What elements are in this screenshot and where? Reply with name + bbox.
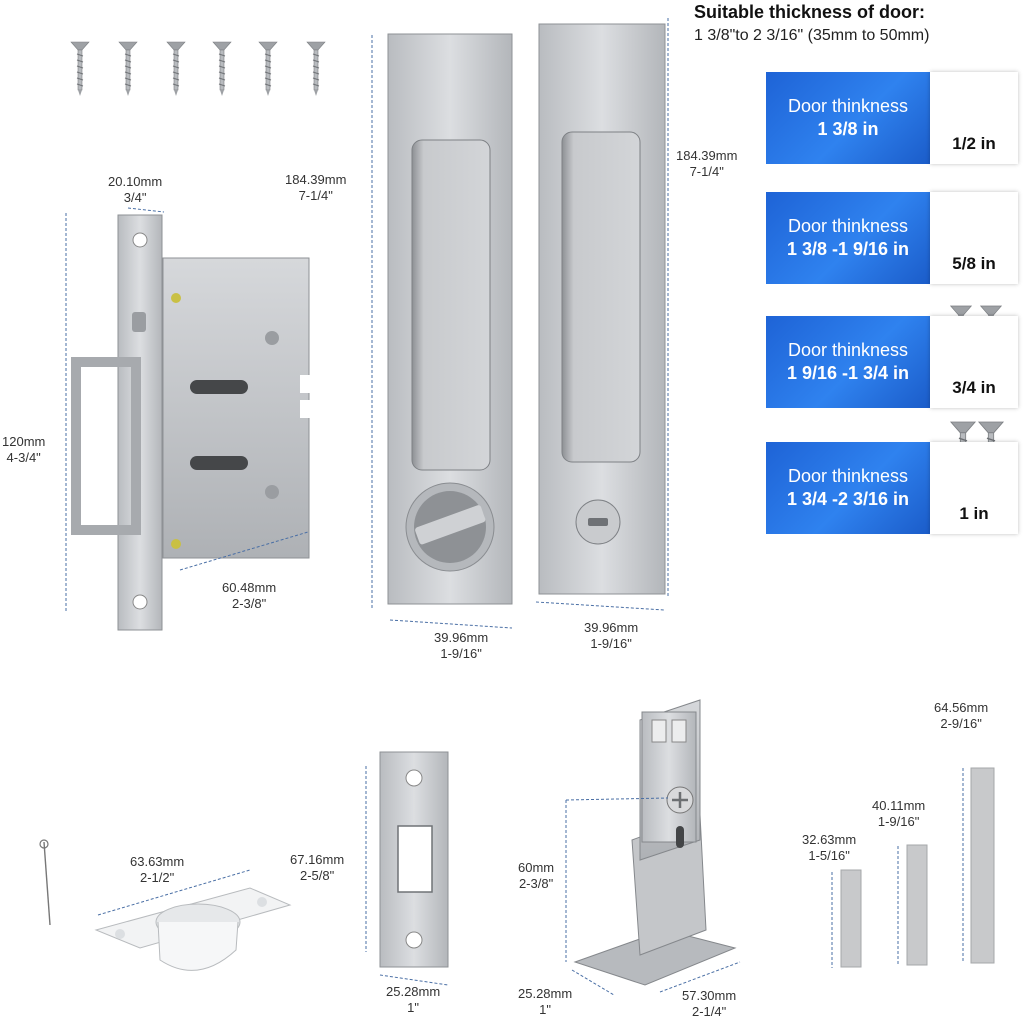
right-plate-height-label: 184.39mm 7-1/4" (676, 148, 738, 179)
spacer-long-label: 64.56mm 2-9/16" (934, 700, 989, 731)
spacer-short-label: 32.63mm 1-5/16" (802, 832, 857, 863)
thickness-value: 1 3/8 -1 9/16 in (786, 239, 910, 259)
floor-guide (573, 699, 737, 986)
mortise-width-label: 20.10mm 3/4" (108, 174, 163, 205)
screw-length: 5/8 in (952, 254, 996, 273)
guide-depth-label: 25.28mm 1" (518, 986, 573, 1017)
thickness-value: 1 3/8 in (817, 119, 879, 139)
emergency-release-faceplate (538, 23, 666, 595)
release-pin (43, 841, 51, 926)
screw-length: 3/4 in (952, 378, 996, 397)
mortise-height-label: 120mm 4-3/4" (2, 434, 46, 465)
strike-height-label: 67.16mm 2-5/8" (290, 852, 345, 883)
mortise-lock-body (71, 214, 310, 631)
screw-length: 1/2 in (952, 134, 996, 153)
screw-length-panel: 5/8 in (930, 192, 1018, 284)
screw-length-panel: 3/4 in (930, 316, 1018, 408)
thickness-card-label: Door thinkness 1 9/16 -1 3/4 in (766, 316, 930, 408)
thickness-value: 1 3/4 -2 3/16 in (786, 489, 910, 509)
dimension-lines (65, 18, 964, 996)
thickness-card-2: Door thinkness 1 3/8 -1 9/16 in 5/8 in (766, 192, 1018, 284)
wood-screws-set (70, 41, 326, 97)
thickness-label: Door thinkness (787, 96, 909, 116)
thickness-card-3: Door thinkness 1 9/16 -1 3/4 in 3/4 in (766, 316, 1018, 408)
spacer-strips (840, 767, 995, 968)
left-plate-width-label: 39.96mm 1-9/16" (434, 630, 489, 661)
thickness-label: Door thinkness (787, 216, 909, 236)
thickness-card-1: Door thinkness 1 3/8 in 1/2 in (766, 72, 1018, 164)
thickness-value: 1 9/16 -1 3/4 in (786, 363, 910, 383)
strike-width-label: 25.28mm 1" (386, 984, 441, 1015)
thickness-card-label: Door thinkness 1 3/8 in (766, 72, 930, 164)
thickness-card-4: Door thinkness 1 3/4 -2 3/16 in 1 in (766, 442, 1018, 534)
door-thickness-range: 1 3/8"to 2 3/16" (35mm to 50mm) (694, 27, 930, 44)
thickness-label: Door thinkness (787, 466, 909, 486)
screw-length-panel: 1/2 in (930, 72, 1018, 164)
screw-length-panel: 1 in (930, 442, 1018, 534)
screw-length: 1 in (959, 504, 989, 523)
strike-plate (379, 751, 449, 968)
guide-height-label: 60mm 2-3/8" (518, 860, 555, 891)
left-plate-height-label: 184.39mm 7-1/4" (285, 172, 347, 203)
thickness-card-label: Door thinkness 1 3/8 -1 9/16 in (766, 192, 930, 284)
cup-length-label: 63.63mm 2-1/2" (130, 854, 185, 885)
door-thickness-title: Suitable thickness of door: (694, 2, 926, 22)
mortise-depth-label: 60.48mm 2-3/8" (222, 580, 277, 611)
guide-length-label: 57.30mm 2-1/4" (682, 988, 737, 1019)
thickness-label: Door thinkness (787, 340, 909, 360)
plastic-cup (94, 887, 292, 971)
thickness-card-label: Door thinkness 1 3/4 -2 3/16 in (766, 442, 930, 534)
privacy-faceplate (387, 33, 513, 605)
spacer-mid-label: 40.11mm 1-9/16" (872, 798, 926, 829)
right-plate-width-label: 39.96mm 1-9/16" (584, 620, 639, 651)
